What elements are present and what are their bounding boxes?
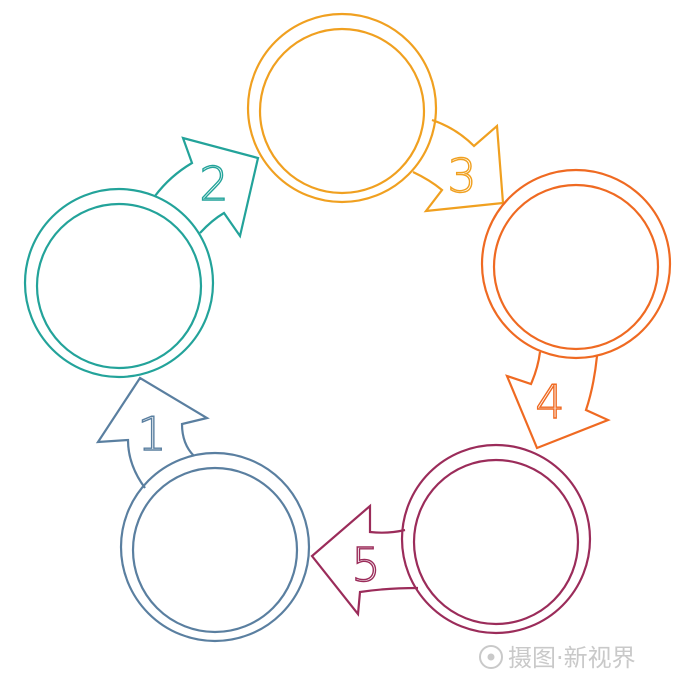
watermark-logo-dot bbox=[487, 653, 495, 661]
step-3-outer-ring bbox=[246, 12, 438, 204]
step-2: 2 bbox=[23, 136, 260, 379]
step-3-arrow bbox=[412, 118, 505, 213]
step-4: 4 bbox=[480, 168, 672, 450]
step-2-outer-ring bbox=[23, 187, 215, 379]
step-1-number: 1 bbox=[137, 407, 166, 461]
step-2-arrow bbox=[154, 136, 260, 239]
step-4-outer-ring bbox=[480, 168, 672, 360]
watermark-logo-icon bbox=[479, 645, 503, 669]
watermark: 摄图·新视界 bbox=[479, 644, 636, 672]
step-5-arrow bbox=[310, 503, 419, 617]
step-4-number: 4 bbox=[535, 375, 564, 429]
step-4-arrow bbox=[505, 351, 611, 450]
step-5: 5 bbox=[310, 443, 592, 635]
step-4-inner-circle bbox=[492, 183, 660, 351]
step-5-outer-ring bbox=[400, 443, 592, 635]
step-5-number: 5 bbox=[351, 538, 380, 592]
step-3-number: 3 bbox=[447, 149, 476, 203]
watermark-text: 摄图·新视界 bbox=[508, 644, 636, 672]
step-5-inner-circle bbox=[412, 458, 580, 626]
step-3: 3 bbox=[246, 12, 505, 213]
step-2-inner-circle bbox=[35, 202, 203, 370]
step-1-arrow bbox=[95, 376, 210, 489]
step-2-number: 2 bbox=[199, 157, 228, 211]
step-3-inner-circle bbox=[258, 27, 426, 195]
step-1: 1 bbox=[95, 376, 311, 643]
step-1-outer-ring bbox=[119, 451, 311, 643]
step-1-inner-circle bbox=[131, 466, 299, 634]
